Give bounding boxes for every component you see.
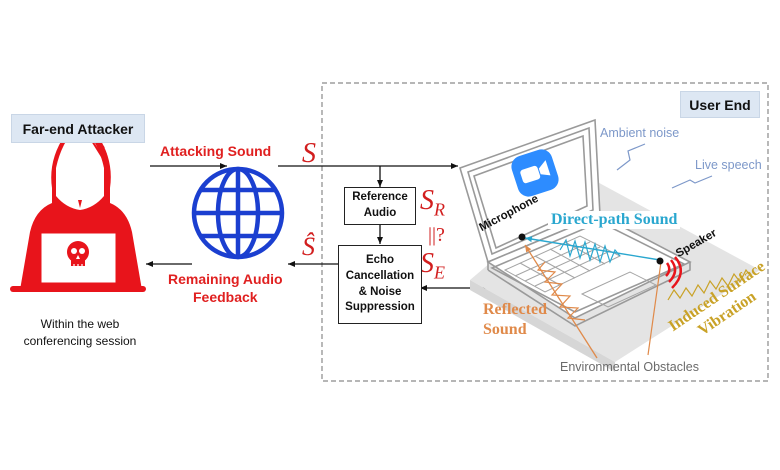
obstacle-pointer xyxy=(647,261,662,356)
reflected-line-2: Sound xyxy=(483,321,527,338)
s-e-sub: E xyxy=(434,262,445,283)
vibration-wave xyxy=(667,268,753,301)
live-speech-label: Live speech xyxy=(695,158,762,172)
echo-line-3: & Noise xyxy=(358,285,402,298)
caption-line-1: Within the web xyxy=(40,317,120,331)
s-e-base: S xyxy=(420,248,434,279)
s-r-base: S xyxy=(420,185,434,216)
speaker-dot xyxy=(656,257,664,265)
compare-symbol: ||? xyxy=(428,224,445,246)
symbol-s-hat: Ŝ xyxy=(302,232,315,261)
hacker-icon xyxy=(10,114,146,292)
remaining-feedback-label: Remaining Audio Feedback xyxy=(168,270,283,306)
video-call-app-icon xyxy=(511,149,559,197)
echo-line-4: Suppression xyxy=(345,301,415,314)
reflected-line-1: Reflected xyxy=(483,301,547,318)
live-speech-squiggle xyxy=(671,175,713,189)
attacking-sound-label: Attacking Sound xyxy=(160,143,272,159)
remaining-line-1: Remaining Audio xyxy=(168,271,283,287)
microphone-dot xyxy=(518,233,526,241)
caption-line-2: conferencing session xyxy=(23,334,137,348)
symbol-s-e: SE xyxy=(420,248,445,284)
echo-line-2: Cancellation xyxy=(345,269,415,282)
globe-icon xyxy=(191,166,285,260)
reflected-sound-label: Reflected Sound xyxy=(483,300,547,340)
direct-path-line xyxy=(524,236,661,261)
environmental-obstacles-label: Environmental Obstacles xyxy=(560,360,699,374)
skull-icon xyxy=(67,241,89,268)
reflected-line xyxy=(524,244,598,359)
direct-path-label: Direct-path Sound xyxy=(548,211,681,229)
echo-cancellation-box: Echo Cancellation & Noise Suppression xyxy=(338,245,422,324)
reflected-wave xyxy=(536,261,586,321)
symbol-s-r: SR xyxy=(420,185,445,221)
s-r-sub: R xyxy=(434,199,445,220)
far-end-attacker-label: Far-end Attacker xyxy=(11,114,145,143)
remaining-line-2: Feedback xyxy=(193,289,258,305)
direct-path-wave xyxy=(559,238,621,265)
ambient-noise-label: Ambient noise xyxy=(600,126,680,140)
ambient-noise-squiggle xyxy=(616,143,646,171)
reference-line-1: Reference xyxy=(352,191,408,204)
symbol-s: S xyxy=(302,138,316,169)
echo-line-1: Echo xyxy=(365,254,395,267)
user-end-label: User End xyxy=(680,91,760,118)
user-end-region xyxy=(321,82,769,382)
speaker-waves-icon xyxy=(665,256,682,289)
attacker-caption: Within the web conferencing session xyxy=(15,316,145,350)
reference-line-2: Audio xyxy=(363,207,397,219)
